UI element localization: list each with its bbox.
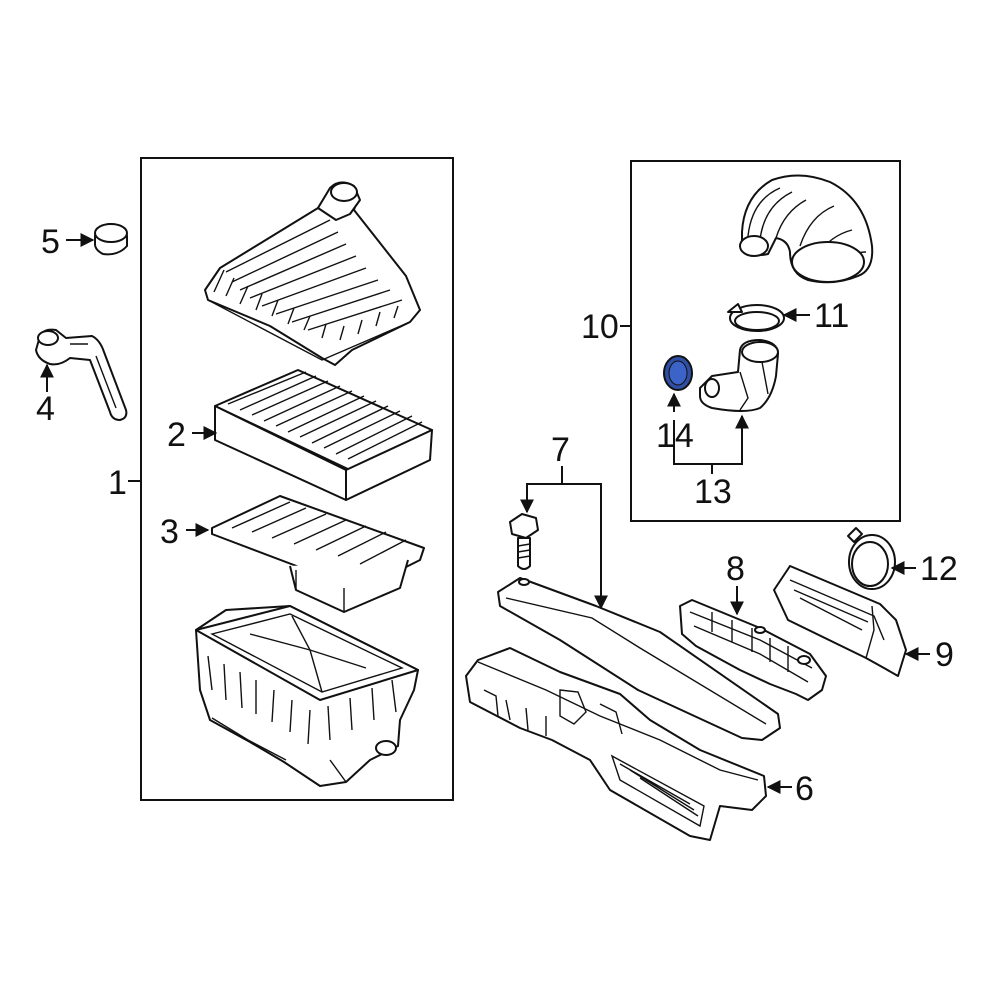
assembly-box-10	[630, 160, 901, 522]
callout-10: 10	[581, 308, 619, 346]
part-7-bolt[interactable]	[509, 513, 539, 570]
part-7-duct-cover[interactable]	[497, 577, 781, 741]
callout-14: 14	[656, 417, 694, 455]
callout-13: 13	[694, 473, 732, 511]
callout-1: 1	[108, 464, 127, 502]
leader-7	[520, 466, 563, 514]
part-5-cap[interactable]	[94, 223, 128, 256]
part-1-lower-housing[interactable]	[195, 605, 419, 787]
part-12-clamp[interactable]	[847, 527, 896, 590]
part-14-seal[interactable]	[663, 355, 693, 391]
callout-11: 11	[814, 297, 849, 335]
callout-6: 6	[795, 770, 814, 808]
callout-12: 12	[920, 550, 958, 588]
part-10-air-hose[interactable]	[739, 174, 874, 284]
part-3-tray[interactable]	[211, 495, 425, 613]
callout-2: 2	[167, 416, 186, 454]
callout-8: 8	[726, 550, 745, 588]
callout-9: 9	[935, 636, 954, 674]
callout-7: 7	[551, 431, 570, 469]
assembly-box-1	[140, 157, 454, 801]
part-2-filter-element[interactable]	[214, 369, 433, 501]
part-11-clamp[interactable]	[727, 303, 785, 332]
leader-7b	[562, 483, 608, 610]
part-8-bracket[interactable]	[679, 599, 827, 701]
part-1-air-cleaner-cover[interactable]	[204, 181, 421, 366]
part-9-inlet-duct[interactable]	[773, 565, 907, 677]
part-13-elbow[interactable]	[699, 339, 779, 412]
leader-13	[673, 420, 743, 465]
callout-4: 4	[36, 390, 55, 428]
callout-5: 5	[41, 223, 60, 261]
callout-3: 3	[160, 513, 179, 551]
part-6-lower-duct[interactable]	[465, 647, 767, 841]
